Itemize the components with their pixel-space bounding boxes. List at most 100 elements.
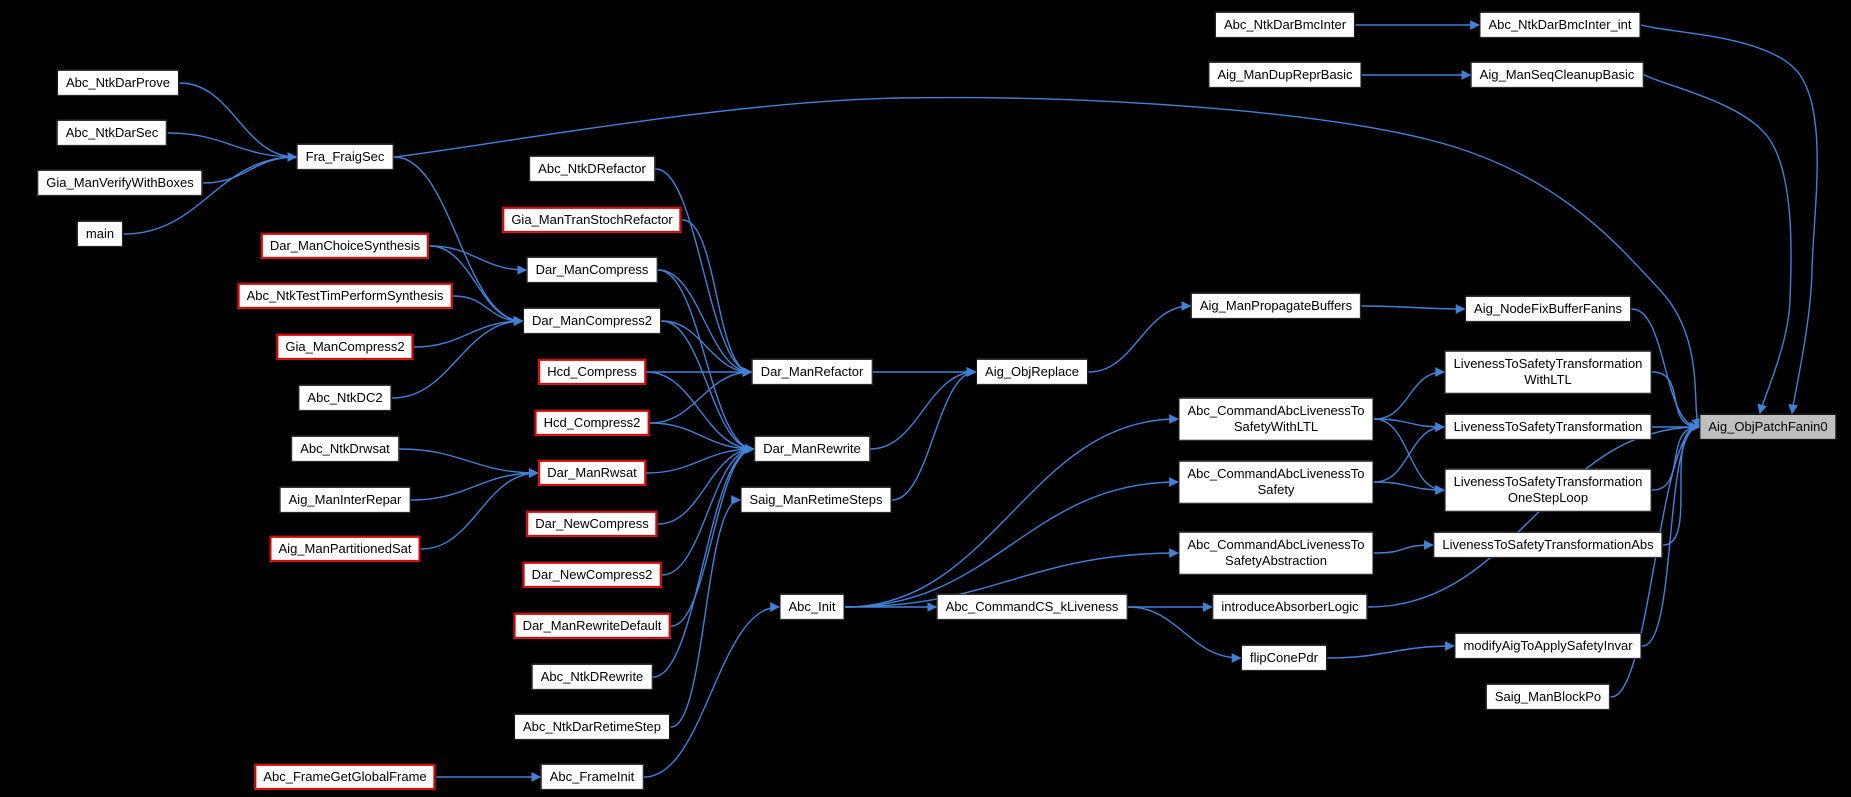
edge-abc_ntkdarprove-to-fra_fraigsec	[179, 82, 298, 162]
graph-node-dar_newcompress[interactable]: Dar_NewCompress	[526, 510, 658, 538]
graph-node-label: Gia_ManTranStochRefactor	[511, 211, 673, 227]
graph-node-label: Abc_NtkDarBmcInter_int	[1488, 16, 1632, 32]
graph-node-dar_manrewritedefault[interactable]: Dar_ManRewriteDefault	[513, 612, 671, 640]
graph-node-flipconepdr[interactable]: flipConePdr	[1241, 644, 1327, 672]
edge-dar_newcompress-to-dar_manrewrite	[658, 444, 755, 525]
graph-node-label: flipConePdr	[1250, 649, 1318, 665]
graph-node-gia_mantranstochrefactor[interactable]: Gia_ManTranStochRefactor	[502, 206, 682, 234]
graph-node-abc_commandabclivenesstosafetyabstraction[interactable]: Abc_CommandAbcLivenessTo SafetyAbstracti…	[1178, 531, 1374, 575]
graph-node-dar_manchoicesynthesis[interactable]: Dar_ManChoiceSynthesis	[260, 232, 430, 260]
graph-node-dar_manrewrite[interactable]: Dar_ManRewrite	[754, 435, 870, 463]
edge-dar_manrwsat-to-dar_manrewrite	[646, 444, 755, 474]
graph-node-label: introduceAbsorberLogic	[1221, 598, 1359, 614]
edge-aig_manpropagatebuffers-to-aig_nodefixbufferfanins	[1361, 304, 1466, 314]
graph-node-label: Dar_ManRewriteDefault	[522, 617, 662, 633]
graph-node-abc_ntkdrewrite[interactable]: Abc_NtkDRewrite	[531, 663, 653, 691]
graph-node-abc_ntkdrwsat[interactable]: Abc_NtkDrwsat	[291, 435, 399, 463]
graph-node-abc_frameinit[interactable]: Abc_FrameInit	[540, 763, 644, 791]
graph-node-fra_fraigsec[interactable]: Fra_FraigSec	[296, 143, 394, 171]
graph-node-aig_objreplace[interactable]: Aig_ObjReplace	[976, 358, 1088, 386]
graph-node-abc_ntkdrefactor[interactable]: Abc_NtkDRefactor	[529, 155, 655, 183]
graph-node-hcd_compress[interactable]: Hcd_Compress	[538, 358, 646, 386]
graph-node-abc_ntktesttimperformsynthesis[interactable]: Abc_NtkTestTimPerformSynthesis	[237, 282, 453, 310]
edge-abc_frameinit-to-abc_init	[643, 602, 780, 778]
graph-node-aig_manpartitionedsat[interactable]: Aig_ManPartitionedSat	[269, 535, 421, 563]
graph-node-abc_commandabclivenesstosafetywithltl[interactable]: Abc_CommandAbcLivenessTo SafetyWithLTL	[1178, 397, 1374, 441]
edge-hcd_compress2-to-dar_manrewrite	[649, 422, 755, 454]
graph-node-label: Hcd_Compress2	[543, 414, 641, 430]
graph-node-gia_mancompress2[interactable]: Gia_ManCompress2	[276, 333, 414, 361]
edge-abc_commandabclivenesstosafety-to-livenesstosafetytransformation	[1373, 422, 1446, 483]
graph-node-aig_nodefixbufferfanins[interactable]: Aig_NodeFixBufferFanins	[1465, 295, 1631, 323]
graph-node-aig_manseqcleanupbasic[interactable]: Aig_ManSeqCleanupBasic	[1470, 61, 1644, 89]
graph-node-label: LivenessToSafetyTransformation OneStepLo…	[1453, 473, 1643, 505]
graph-node-aig_maninterrepar[interactable]: Aig_ManInterRepar	[279, 486, 411, 514]
graph-node-dar_mancompress[interactable]: Dar_ManCompress	[526, 256, 658, 284]
graph-node-aig_mandupreprbasic[interactable]: Aig_ManDupReprBasic	[1208, 61, 1362, 89]
graph-node-gia_manverifywithboxes[interactable]: Gia_ManVerifyWithBoxes	[37, 169, 203, 197]
graph-node-label: Gia_ManCompress2	[285, 338, 405, 354]
edge-abc_commandabclivenesstosafetywithltl-to-livenesstosafetytransformationwithltl	[1373, 367, 1446, 420]
edge-abc_commandabclivenesstosafety-to-livenesstosafetytransformationonesteploop	[1373, 481, 1446, 495]
graph-node-livenesstosafetytransformationabs[interactable]: LivenessToSafetyTransformationAbs	[1433, 531, 1663, 559]
edge-dar_manrewrite-to-aig_objreplace	[870, 367, 977, 450]
graph-node-main[interactable]: main	[76, 220, 124, 248]
graph-node-label: Abc_NtkDRefactor	[538, 160, 646, 176]
graph-node-abc_commandcs_kliveness[interactable]: Abc_CommandCS_kLiveness	[936, 593, 1128, 621]
graph-node-label: Abc_NtkDRewrite	[540, 668, 644, 684]
edge-dar_mancompress2-to-dar_manrefactor	[661, 320, 753, 377]
edge-abc_commandabclivenesstosafetyabstraction-to-livenesstosafetytransformationabs	[1373, 540, 1434, 554]
graph-node-livenesstosafetytransformationwithltl[interactable]: LivenessToSafetyTransformation WithLTL	[1444, 350, 1652, 394]
graph-node-label: Abc_Init	[788, 598, 836, 614]
edge-main-to-fra_fraigsec	[123, 152, 298, 235]
graph-node-label: Dar_ManRewrite	[763, 440, 861, 456]
graph-node-hcd_compress2[interactable]: Hcd_Compress2	[534, 409, 650, 437]
edge-abc_commandabclivenesstosafetywithltl-to-livenesstosafetytransformation	[1373, 418, 1446, 432]
graph-node-label: Aig_ObjReplace	[985, 363, 1079, 379]
graph-node-livenesstosafetytransformation[interactable]: LivenessToSafetyTransformation	[1444, 413, 1652, 441]
graph-node-saig_manblockpo[interactable]: Saig_ManBlockPo	[1485, 683, 1611, 711]
graph-node-abc_ntkdarprove[interactable]: Abc_NtkDarProve	[56, 69, 180, 97]
edge-abc_init-to-abc_commandabclivenesstosafety	[844, 477, 1179, 608]
edge-gia_mantranstochrefactor-to-dar_manrefactor	[681, 219, 753, 377]
edge-flipconepdr-to-modifyaigtoapplysafetyinvar	[1327, 641, 1455, 659]
graph-node-label: Aig_ManPropagateBuffers	[1199, 297, 1353, 313]
edge-abc_ntkdrewrite-to-dar_manrewrite	[652, 444, 755, 678]
graph-node-label: modifyAigToApplySafetyInvar	[1463, 637, 1633, 653]
edge-aig_manseqcleanupbasic-to-aig_objpatchfanin0	[1643, 74, 1792, 415]
graph-node-dar_newcompress2[interactable]: Dar_NewCompress2	[522, 561, 662, 589]
graph-node-label: LivenessToSafetyTransformation	[1453, 418, 1643, 434]
graph-node-label: Dar_NewCompress2	[531, 566, 653, 582]
graph-node-aig_manpropagatebuffers[interactable]: Aig_ManPropagateBuffers	[1190, 292, 1362, 320]
graph-node-label: Abc_NtkDrwsat	[300, 440, 390, 456]
graph-node-dar_manrefactor[interactable]: Dar_ManRefactor	[751, 358, 873, 386]
graph-node-label: Dar_ManCompress2	[532, 312, 652, 328]
graph-node-abc_commandabclivenesstosafety[interactable]: Abc_CommandAbcLivenessTo Safety	[1178, 460, 1374, 504]
edge-abc_ntkdarsec-to-fra_fraigsec	[167, 132, 298, 162]
edge-aig_objreplace-to-aig_manpropagatebuffers	[1088, 301, 1192, 373]
edge-fra_fraigsec-to-aig_objpatchfanin0	[393, 96, 1701, 429]
graph-node-label: Aig_ManPartitionedSat	[278, 540, 412, 556]
graph-node-label: Abc_CommandAbcLivenessTo Safety	[1187, 465, 1365, 497]
graph-node-introduceabsorberlogic[interactable]: introduceAbsorberLogic	[1212, 593, 1368, 621]
graph-node-abc_ntkdc2[interactable]: Abc_NtkDC2	[298, 384, 392, 412]
graph-node-abc_ntkdarretimestep[interactable]: Abc_NtkDarRetimeStep	[514, 713, 670, 741]
graph-node-aig_objpatchfanin0[interactable]: Aig_ObjPatchFanin0	[1699, 413, 1837, 441]
graph-node-dar_mancompress2[interactable]: Dar_ManCompress2	[523, 307, 661, 335]
graph-node-label: Abc_NtkTestTimPerformSynthesis	[246, 287, 444, 303]
edge-hcd_compress-to-dar_manrewrite	[646, 371, 755, 454]
graph-node-modifyaigtoapplysafetyinvar[interactable]: modifyAigToApplySafetyInvar	[1454, 632, 1642, 660]
graph-node-saig_manretimesteps[interactable]: Saig_ManRetimeSteps	[740, 486, 892, 514]
graph-node-abc_init[interactable]: Abc_Init	[779, 593, 845, 621]
graph-node-dar_manrwsat[interactable]: Dar_ManRwsat	[538, 459, 646, 487]
edge-aig_maninterrepar-to-dar_manrwsat	[410, 468, 539, 501]
graph-node-abc_ntkdarbmcinter[interactable]: Abc_NtkDarBmcInter	[1214, 11, 1356, 39]
graph-node-abc_ntkdarbmcinter_int[interactable]: Abc_NtkDarBmcInter_int	[1479, 11, 1641, 39]
graph-node-abc_framegetglobalframe[interactable]: Abc_FrameGetGlobalFrame	[254, 763, 436, 791]
graph-node-label: Fra_FraigSec	[305, 148, 385, 164]
graph-node-abc_ntkdarsec[interactable]: Abc_NtkDarSec	[56, 119, 168, 147]
edge-aig_manpartitionedsat-to-dar_manrwsat	[420, 468, 539, 550]
graph-node-label: LivenessToSafetyTransformationAbs	[1442, 536, 1654, 552]
graph-node-livenesstosafetytransformationonesteploop[interactable]: LivenessToSafetyTransformation OneStepLo…	[1444, 468, 1652, 512]
